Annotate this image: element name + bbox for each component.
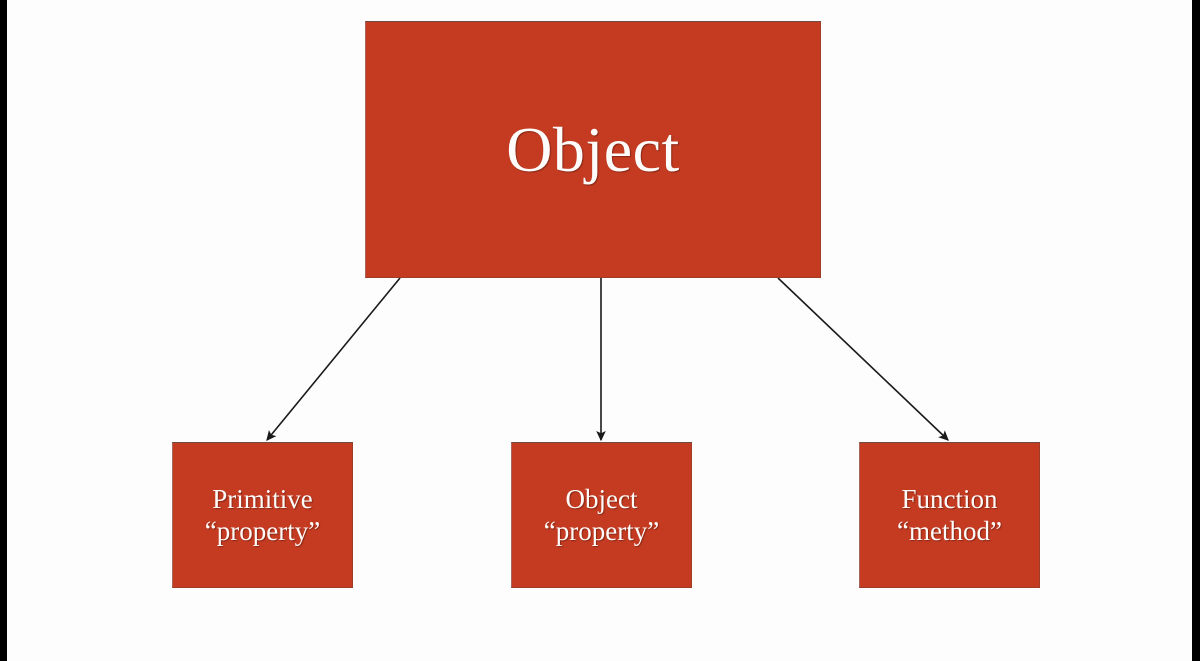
node-function-method-line2: “method” <box>897 516 1002 546</box>
node-primitive-property[interactable]: Primitive “property” <box>172 442 353 588</box>
node-object-property-line2: “property” <box>543 516 660 546</box>
node-primitive-property-line1: Primitive <box>212 483 313 514</box>
node-object-root-label: Object <box>506 113 680 185</box>
node-function-method-line1: Function <box>901 483 998 514</box>
node-primitive-property-line2: “property” <box>204 516 321 546</box>
connector-root-to-primitive <box>266 277 401 441</box>
node-object-property[interactable]: Object “property” <box>511 442 692 588</box>
letterbox-bar-right <box>1192 0 1200 661</box>
letterbox-bar-left <box>0 0 7 661</box>
node-object-root[interactable]: Object <box>365 21 821 278</box>
connector-root-to-function <box>777 277 949 441</box>
node-function-method[interactable]: Function “method” <box>859 442 1040 588</box>
diagram-canvas: Object Primitive “property” Object “prop… <box>7 0 1192 661</box>
node-object-property-line1: Object <box>565 483 638 514</box>
